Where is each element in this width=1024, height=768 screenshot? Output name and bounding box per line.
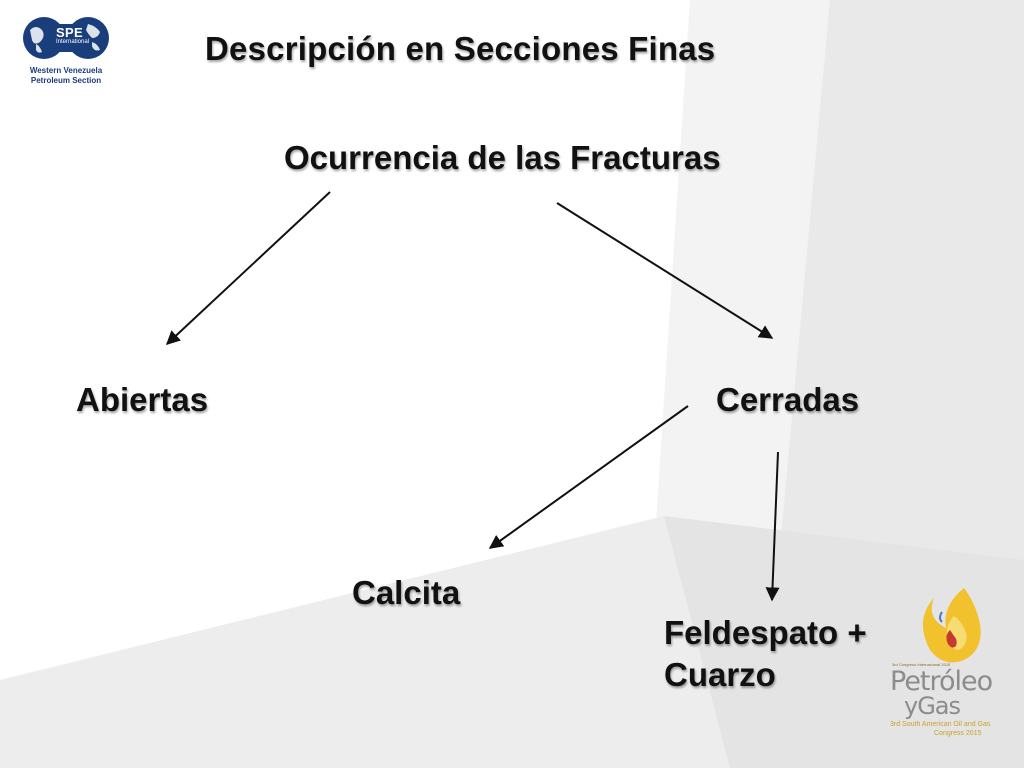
arrow-root-to-abiertas [165, 191, 331, 345]
globe-icon [23, 17, 109, 59]
arrow-cerradas-to-calcita [488, 405, 689, 549]
spe-logo: SPE International Western Venezuela Petr… [18, 12, 114, 88]
slide-title: Descripción en Secciones Finas [205, 30, 716, 67]
event-logo-small-top: 3rd Congreso Internacional 2015 [892, 662, 951, 667]
arrow-cerradas-to-feldespato [765, 451, 780, 602]
event-logo-sub1: 3rd South American Oil and Gas [890, 721, 991, 728]
spe-logo-line2: Petroleum Section [30, 76, 102, 85]
flame-icon [922, 588, 981, 663]
node-abiertas: Abiertas [76, 381, 209, 418]
node-feldespato-line1: Feldespato + [664, 614, 867, 651]
event-logo: 3rd Congreso Internacional 2015 Petróleo… [884, 586, 996, 744]
spe-logo-sub: International [56, 39, 90, 45]
node-cerradas: Cerradas [716, 381, 860, 418]
event-logo-sub2: Congress 2015 [934, 730, 982, 737]
event-logo-word2: yGas [904, 692, 961, 720]
node-calcita: Calcita [352, 574, 461, 611]
spe-logo-word: SPE [56, 25, 83, 40]
event-logo-word1: Petróleo [890, 666, 993, 697]
node-feldespato-line2: Cuarzo [664, 656, 776, 693]
spe-logo-line1: Western Venezuela [29, 66, 103, 75]
node-root: Ocurrencia de las Fracturas [284, 139, 721, 176]
arrow-root-to-cerradas [556, 202, 774, 339]
